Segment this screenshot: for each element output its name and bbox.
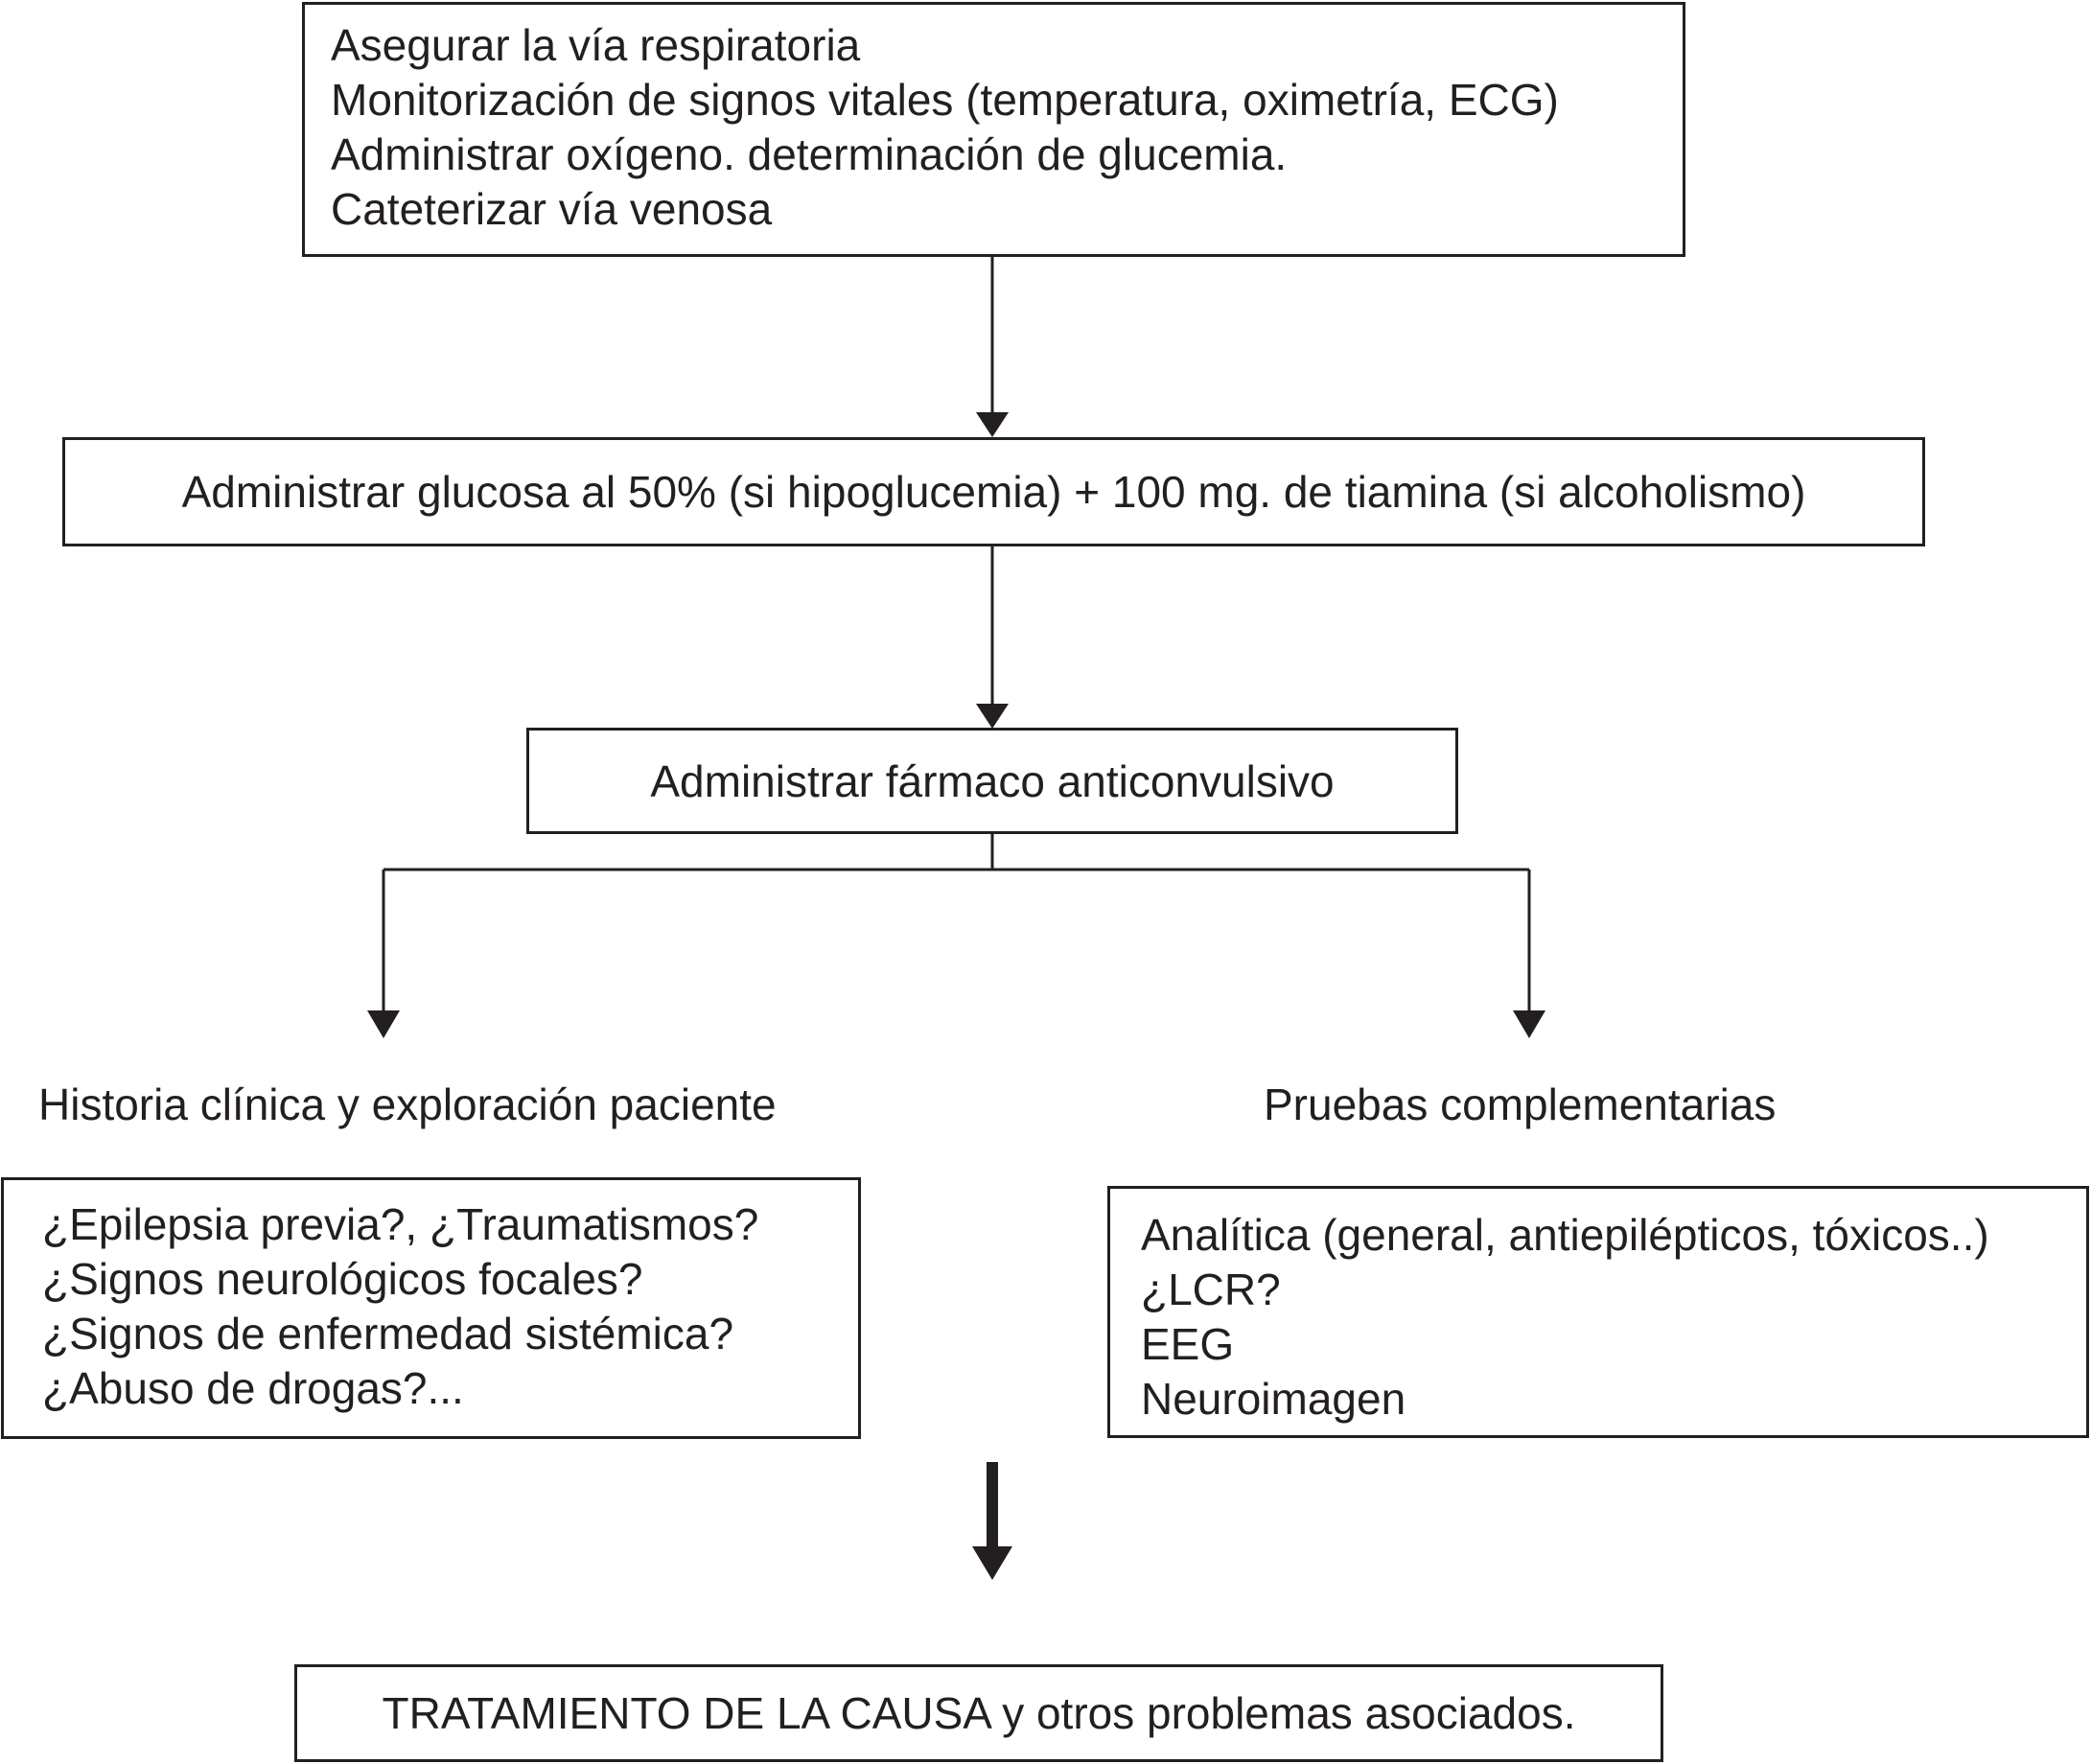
right-branch-line: EEG [1141, 1319, 1235, 1369]
left-branch-line: ¿Abuso de drogas?... [42, 1363, 464, 1413]
step2-box: Administrar glucosa al 50% (si hipogluce… [62, 437, 1925, 546]
step3-box: Administrar fármaco anticonvulsivo [526, 728, 1458, 834]
final-text: TRATAMIENTO DE LA CAUSA y otros problema… [382, 1688, 1576, 1738]
step1-line: Cateterizar vía venosa [331, 184, 773, 234]
left-branch-line: ¿Signos neurológicos focales? [42, 1254, 643, 1304]
final-box: TRATAMIENTO DE LA CAUSA y otros problema… [294, 1664, 1663, 1762]
step1-line: Monitorización de signos vitales (temper… [331, 75, 1559, 125]
step1-line: Asegurar la vía respiratoria [331, 20, 861, 70]
right-branch-box: Analítica (general, antiepilépticos, tóx… [1107, 1186, 2089, 1438]
step2-text: Administrar glucosa al 50% (si hipogluce… [181, 467, 1806, 517]
step3-text: Administrar fármaco anticonvulsivo [650, 755, 1335, 806]
left-branch-box: ¿Epilepsia previa?, ¿Traumatismos? ¿Sign… [1, 1177, 861, 1439]
arrowhead-right-branch [1513, 1010, 1545, 1038]
left-branch-line: ¿Signos de enfermedad sistémica? [42, 1309, 734, 1358]
arrowhead-final [972, 1546, 1012, 1580]
arrowhead-step3 [976, 704, 1009, 729]
step1-line: Administrar oxígeno. determinación de gl… [331, 129, 1288, 179]
left-branch-line: ¿Epilepsia previa?, ¿Traumatismos? [42, 1199, 759, 1249]
arrowhead-left-branch [367, 1010, 400, 1038]
right-branch-heading: Pruebas complementarias [1264, 1079, 1777, 1129]
step1-box: Asegurar la vía respiratoria Monitorizac… [302, 2, 1685, 257]
connector-branches-final [987, 1462, 998, 1548]
right-branch-line: ¿LCR? [1141, 1265, 1281, 1314]
right-branch-line: Analítica (general, antiepilépticos, tóx… [1141, 1210, 1989, 1260]
left-branch-heading: Historia clínica y exploración paciente [38, 1079, 777, 1129]
arrowhead-step2 [976, 412, 1009, 437]
right-branch-line: Neuroimagen [1141, 1374, 1406, 1424]
